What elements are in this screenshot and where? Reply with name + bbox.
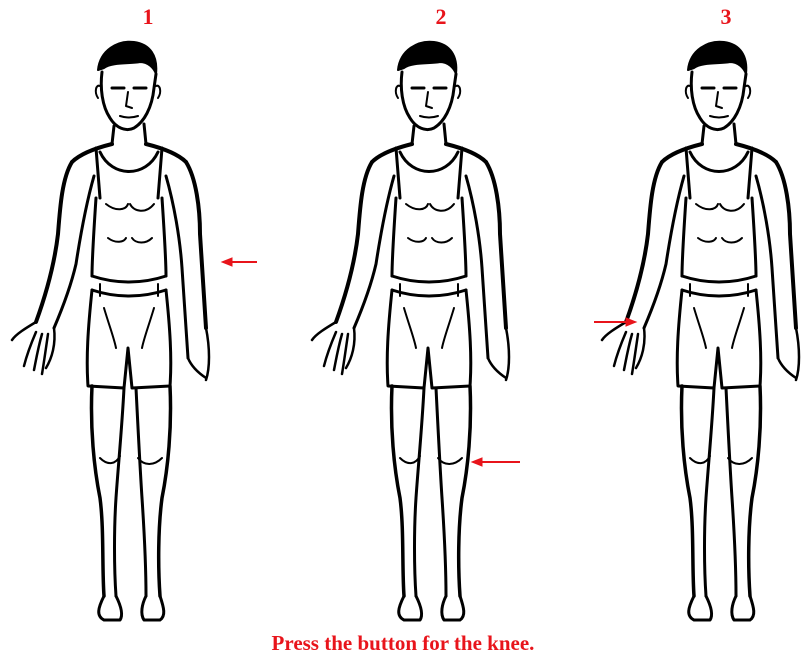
body-figure-icon — [300, 28, 540, 628]
body-figure-icon — [590, 28, 806, 628]
option-3-label[interactable]: 3 — [706, 6, 746, 28]
arrow-icon — [222, 258, 257, 266]
option-3-figure[interactable] — [590, 28, 806, 628]
option-1-label[interactable]: 1 — [128, 6, 168, 28]
arrow-icon — [594, 318, 636, 326]
option-1-figure[interactable] — [0, 28, 240, 628]
instruction-text: Press the button for the knee. — [0, 631, 806, 656]
option-2-figure[interactable] — [300, 28, 540, 628]
body-figure-icon — [0, 28, 240, 628]
option-2-label[interactable]: 2 — [421, 6, 461, 28]
arrow-icon — [472, 458, 520, 466]
